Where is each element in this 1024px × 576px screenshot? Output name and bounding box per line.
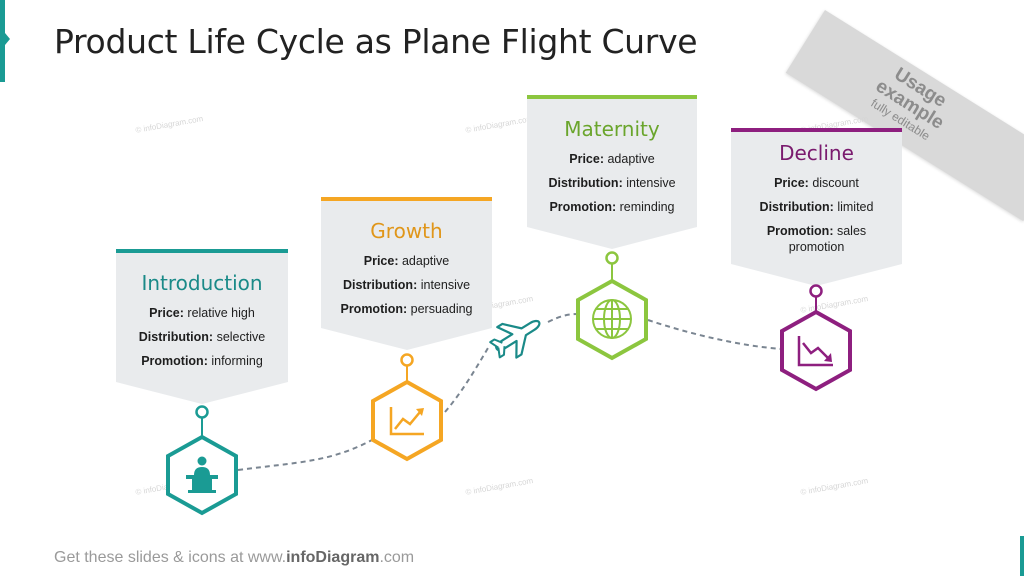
stage-card-decline: Decline Price: discount Distribution: li… [731,132,902,255]
pin-introduction [195,405,209,419]
stage-price: Price: discount [774,176,859,190]
page-title: Product Life Cycle as Plane Flight Curve [54,22,698,61]
card-topbar-decline [731,128,902,132]
card-shape-decline [731,128,902,286]
card-shape-maturity [527,95,697,249]
card-shape-introduction [116,250,288,404]
card-topbar-maturity [527,95,697,99]
stage-promotion: Promotion: reminding [549,200,675,214]
stage-distribution: Distribution: intensive [548,176,676,190]
stage-card-maturity: Maternity Price: adaptive Distribution: … [527,99,697,215]
stage-title: Decline [779,141,854,165]
stage-title: Introduction [141,271,263,295]
stage-card-introduction: Introduction Price: relative high Distri… [116,253,288,369]
falling-chart-icon [780,309,852,392]
footer-credit: Get these slides & icons at www.infoDiag… [54,549,415,566]
flight-path [237,313,783,471]
stage-title: Growth [370,219,443,243]
card-shape-growth [321,197,492,350]
airplane-icon [489,319,541,359]
rising-chart-icon [371,379,443,462]
stage-distribution: Distribution: selective [138,330,266,344]
stage-distribution: Distribution: intensive [342,278,471,292]
accent-bar-right [1020,536,1024,576]
pin-growth [400,353,414,367]
accent-bar [0,0,10,82]
stage-promotion: Promotion: sales promotion [766,224,867,254]
pin-maturity [605,251,619,265]
stage-promotion: Promotion: persuading [340,302,473,316]
presenter-podium-icon [166,434,238,516]
stage-title: Maternity [564,117,660,141]
globe-icon [576,278,648,361]
card-topbar-growth [321,197,492,201]
stage-price: Price: adaptive [569,152,655,166]
stage-promotion: Promotion: informing [141,354,263,368]
stage-card-growth: Growth Price: adaptive Distribution: int… [321,201,492,317]
pin-decline [809,284,823,298]
card-topbar-introduction [116,249,288,253]
stage-distribution: Distribution: limited [759,200,874,214]
stage-price: Price: relative high [149,306,255,320]
stage-price: Price: adaptive [363,254,450,268]
